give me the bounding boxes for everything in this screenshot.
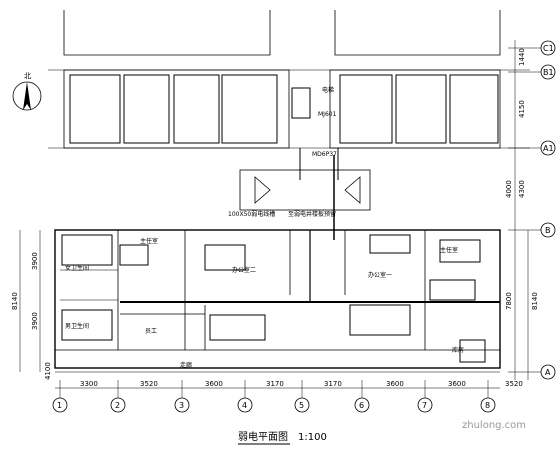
- corridor-label: 电梯: [322, 86, 334, 94]
- col-axis-5: 5: [299, 401, 304, 410]
- lower-floor: [54, 229, 501, 373]
- bottom-dim-7: 3600: [448, 380, 466, 388]
- room-office-1: 办公室一: [368, 271, 392, 279]
- right-dim-3: 4000: [505, 180, 513, 198]
- bottom-dim-lines: [55, 380, 500, 398]
- row-axis-A1: A1: [543, 144, 554, 153]
- bottom-dim-3: 3600: [205, 380, 223, 388]
- right-dim-2: 4150: [518, 100, 526, 118]
- duct-label: 100X50弱电线槽: [228, 210, 275, 218]
- left-dim-lines: [19, 230, 41, 372]
- room-storage: 库房: [452, 346, 464, 354]
- column-axis-bubbles: [52, 397, 496, 413]
- left-dim-3: 3900: [31, 312, 39, 330]
- row-axis-A: A: [545, 368, 551, 377]
- room-corridor: 走廊: [180, 361, 192, 369]
- left-dim-2: 3900: [31, 252, 39, 270]
- col-axis-7: 7: [422, 401, 427, 410]
- bridge: [239, 155, 371, 240]
- col-axis-4: 4: [242, 401, 247, 410]
- bottom-dim-2: 3520: [140, 380, 158, 388]
- left-dim-1: 8140: [11, 292, 19, 310]
- bottom-dim-4: 3170: [266, 380, 284, 388]
- room-office-left: 主任室: [140, 237, 158, 245]
- right-dim-5: 7800: [505, 292, 513, 310]
- col-axis-6: 6: [359, 401, 364, 410]
- upper-building: [48, 10, 530, 180]
- bottom-dim-8: 3520: [505, 380, 523, 388]
- watermark: zhulong.com: [462, 420, 526, 431]
- row-axis-B: B: [545, 226, 551, 235]
- bottom-dim-6: 3600: [386, 380, 404, 388]
- left-dim-4: 4100: [44, 362, 52, 380]
- stair-label: MD6P37: [312, 151, 337, 158]
- col-axis-2: 2: [115, 401, 120, 410]
- room-toilet-m: 男卫生间: [65, 322, 89, 330]
- room-staff: 员工: [145, 328, 157, 335]
- row-axis-C1: C1: [543, 44, 554, 53]
- room-office-right: 主任室: [440, 246, 458, 254]
- bottom-dim-5: 3170: [324, 380, 342, 388]
- duct-label-2: 至弱电井楼板预留: [288, 210, 336, 218]
- col-axis-1: 1: [57, 401, 62, 410]
- room-toilet-f: 女卫生间: [65, 264, 89, 272]
- drawing-title: 弱电平面图: [238, 430, 288, 443]
- right-dim-6: 8140: [531, 292, 539, 310]
- right-dim-1: 1440: [518, 48, 526, 66]
- north-arrow: 北: [12, 72, 42, 111]
- right-dim-4: 4300: [518, 180, 526, 198]
- room-office-2: 办公室二: [232, 266, 256, 274]
- bottom-dim-1: 3300: [80, 380, 98, 388]
- shaft-label: MJ601: [318, 111, 337, 118]
- drawing-scale: 1:100: [298, 432, 327, 443]
- col-axis-8: 8: [485, 401, 490, 410]
- row-axis-bubbles: [508, 40, 556, 380]
- north-label: 北: [24, 72, 31, 80]
- col-axis-3: 3: [179, 401, 184, 410]
- row-axis-B1: B1: [543, 68, 554, 77]
